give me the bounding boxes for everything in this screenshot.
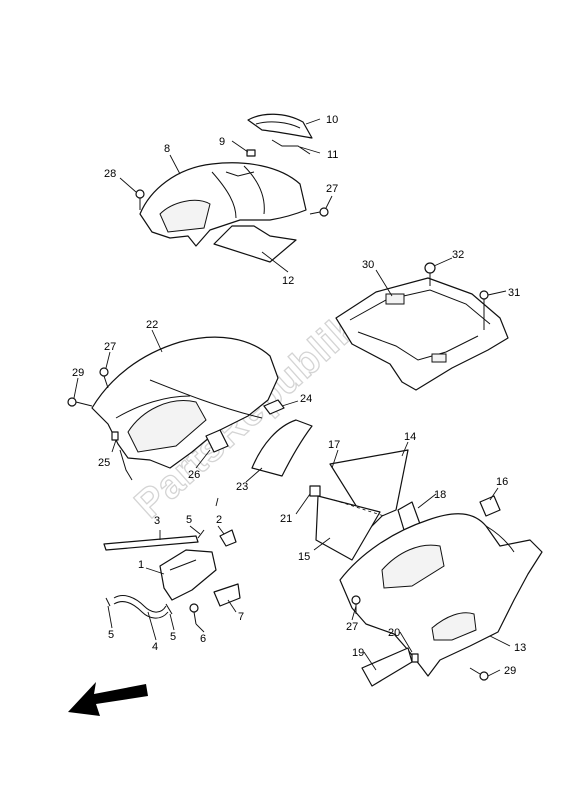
callout-27-top: 27 bbox=[326, 183, 338, 195]
part-7-tab bbox=[213, 583, 241, 607]
callout-19: 19 bbox=[352, 647, 364, 659]
callout-16: 16 bbox=[496, 476, 508, 488]
part-6-screw bbox=[189, 603, 199, 625]
callout-32: 32 bbox=[452, 249, 464, 261]
front-direction-arrow-icon bbox=[68, 682, 148, 716]
callout-15: 15 bbox=[298, 551, 310, 563]
callout-31: 31 bbox=[508, 287, 520, 299]
callout-22: 22 bbox=[146, 319, 158, 331]
callout-21: 21 bbox=[280, 513, 292, 525]
part-8-upper-cowl bbox=[139, 162, 307, 247]
callout-5-mid: 5 bbox=[170, 631, 176, 643]
callout-1: 1 bbox=[138, 559, 144, 571]
callout-18: 18 bbox=[434, 489, 446, 501]
callout-25: 25 bbox=[98, 457, 110, 469]
callout-3: 3 bbox=[154, 515, 160, 527]
leader-lines bbox=[73, 118, 511, 677]
part-30-frame bbox=[335, 277, 509, 391]
callout-20: 20 bbox=[388, 627, 400, 639]
callout-4: 4 bbox=[152, 641, 158, 653]
callout-8: 8 bbox=[164, 143, 170, 155]
part-9-clip bbox=[246, 149, 256, 157]
part-14-panel bbox=[315, 449, 409, 561]
part-20-clip bbox=[411, 653, 419, 663]
callout-2: 2 bbox=[216, 514, 222, 526]
callout-5-top: 5 bbox=[186, 514, 192, 526]
part-22-main-cover bbox=[91, 336, 279, 481]
callout-23: 23 bbox=[236, 481, 248, 493]
callout-30: 30 bbox=[362, 259, 374, 271]
callout-24: 24 bbox=[300, 393, 312, 405]
part-27-screw-mid bbox=[99, 367, 109, 389]
callout-10: 10 bbox=[326, 114, 338, 126]
part-12-pad bbox=[213, 225, 297, 263]
callout-13: 13 bbox=[514, 642, 526, 654]
callout-29-low: 29 bbox=[504, 665, 516, 677]
part-11-bracket bbox=[271, 139, 311, 155]
part-24-block bbox=[263, 399, 285, 415]
part-27-screw-low bbox=[351, 595, 361, 614]
callout-27-low: 27 bbox=[346, 621, 358, 633]
part-26-block bbox=[205, 429, 229, 453]
part-29-screw-mid bbox=[67, 397, 93, 407]
part-10-cap bbox=[247, 113, 313, 139]
part-19-pad bbox=[361, 647, 413, 687]
part-23-pad bbox=[251, 419, 313, 477]
part-1-bracket bbox=[159, 549, 217, 601]
callout-17: 17 bbox=[328, 439, 340, 451]
callout-14: 14 bbox=[404, 431, 416, 443]
callout-26: 26 bbox=[188, 469, 200, 481]
part-27-screw-top bbox=[309, 207, 329, 217]
part-28-screw bbox=[135, 189, 145, 210]
part-21-block bbox=[309, 485, 321, 497]
callout-9: 9 bbox=[219, 136, 225, 148]
part-25-clip bbox=[111, 431, 119, 441]
callout-28: 28 bbox=[104, 168, 116, 180]
callout-29-mid: 29 bbox=[72, 367, 84, 379]
part-29-screw-low bbox=[469, 667, 489, 681]
part-32-nut bbox=[424, 262, 436, 286]
part-13-side-cover bbox=[339, 513, 543, 677]
callout-27-mid: 27 bbox=[104, 341, 116, 353]
part-4-hose bbox=[113, 595, 169, 619]
callout-11: 11 bbox=[327, 149, 338, 161]
callout-7: 7 bbox=[238, 611, 244, 623]
part-3-rod bbox=[103, 535, 199, 551]
callout-5-left: 5 bbox=[108, 629, 114, 641]
part-5-clamps bbox=[105, 529, 205, 615]
callout-12: 12 bbox=[282, 275, 294, 287]
part-16-block bbox=[479, 495, 501, 517]
callout-6: 6 bbox=[200, 633, 206, 645]
